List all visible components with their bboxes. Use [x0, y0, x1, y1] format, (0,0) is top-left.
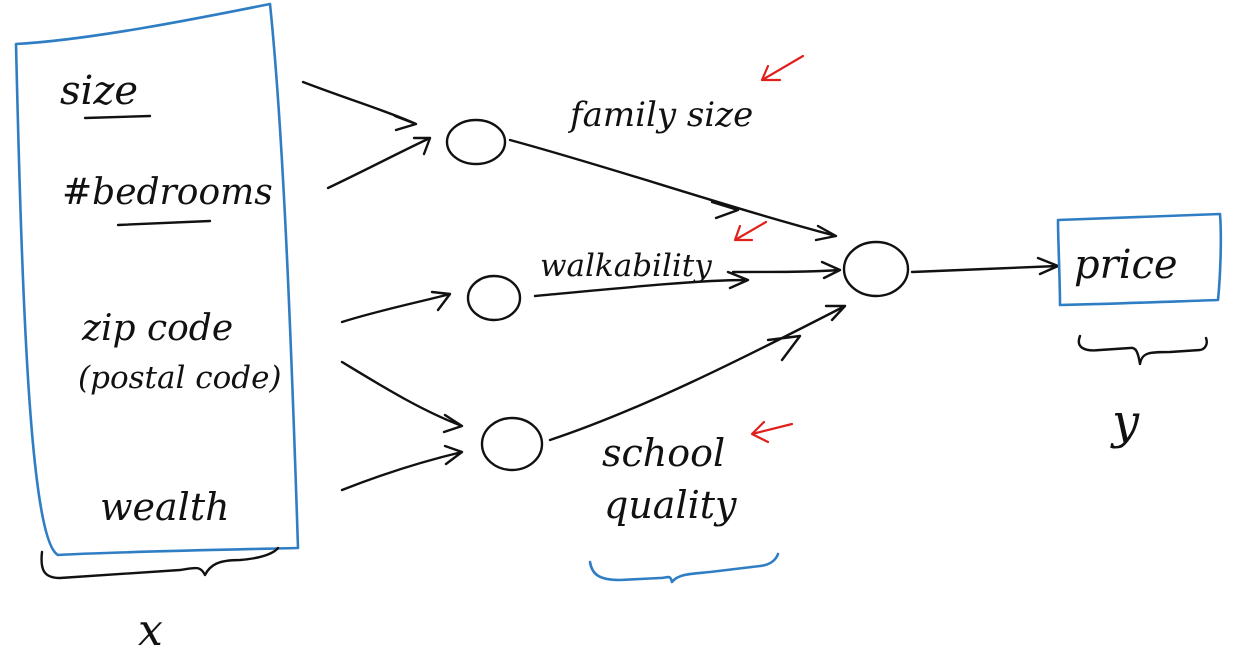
input-brace — [40, 546, 280, 580]
hidden-school-label: school — [602, 431, 725, 475]
input-vector-label: x — [138, 605, 163, 655]
arrow-output-to-price — [910, 256, 1060, 276]
bedrooms-underline — [116, 219, 212, 227]
hidden-walkability-label: walkability — [540, 248, 712, 284]
red-arrow-walkability — [733, 220, 768, 242]
price-box — [1056, 212, 1223, 307]
hidden-to-output-arrows — [508, 138, 847, 442]
input-to-hidden-arrows — [301, 80, 464, 492]
arrow-walkability-to-output — [533, 260, 842, 298]
arrow-school-to-output — [548, 304, 847, 442]
arrow-wealth-to-school — [340, 444, 464, 492]
output-price-label: price — [1074, 242, 1178, 288]
input-size-label: size — [60, 68, 138, 114]
red-arrow-family — [760, 54, 805, 82]
hidden-family-size-label: family size — [567, 95, 753, 135]
input-wealth-label: wealth — [100, 485, 230, 529]
hidden-quality-label: quality — [604, 483, 737, 527]
hidden-node-walkability — [466, 274, 522, 322]
input-bedrooms-label: #bedrooms — [62, 172, 273, 213]
input-zip-label: zip code — [81, 308, 233, 349]
arrow-size-to-family — [301, 80, 418, 132]
arrow-zip-to-school — [340, 360, 464, 434]
output-node — [842, 240, 910, 298]
output-vector-label: y — [1110, 394, 1140, 450]
highlight-arrows — [733, 54, 805, 444]
size-underline — [83, 114, 152, 120]
input-postal-label: (postal code) — [78, 360, 282, 396]
hidden-node-school-quality — [480, 416, 544, 472]
output-brace — [1077, 334, 1208, 366]
hidden-node-family-size — [445, 118, 507, 166]
arrow-zip-to-walkability — [340, 290, 452, 324]
input-features-box — [14, 2, 300, 557]
school-quality-brace — [588, 552, 780, 584]
arrow-bedrooms-to-family — [326, 136, 432, 190]
red-arrow-school — [750, 420, 794, 444]
arrow-family-to-output — [508, 138, 838, 242]
